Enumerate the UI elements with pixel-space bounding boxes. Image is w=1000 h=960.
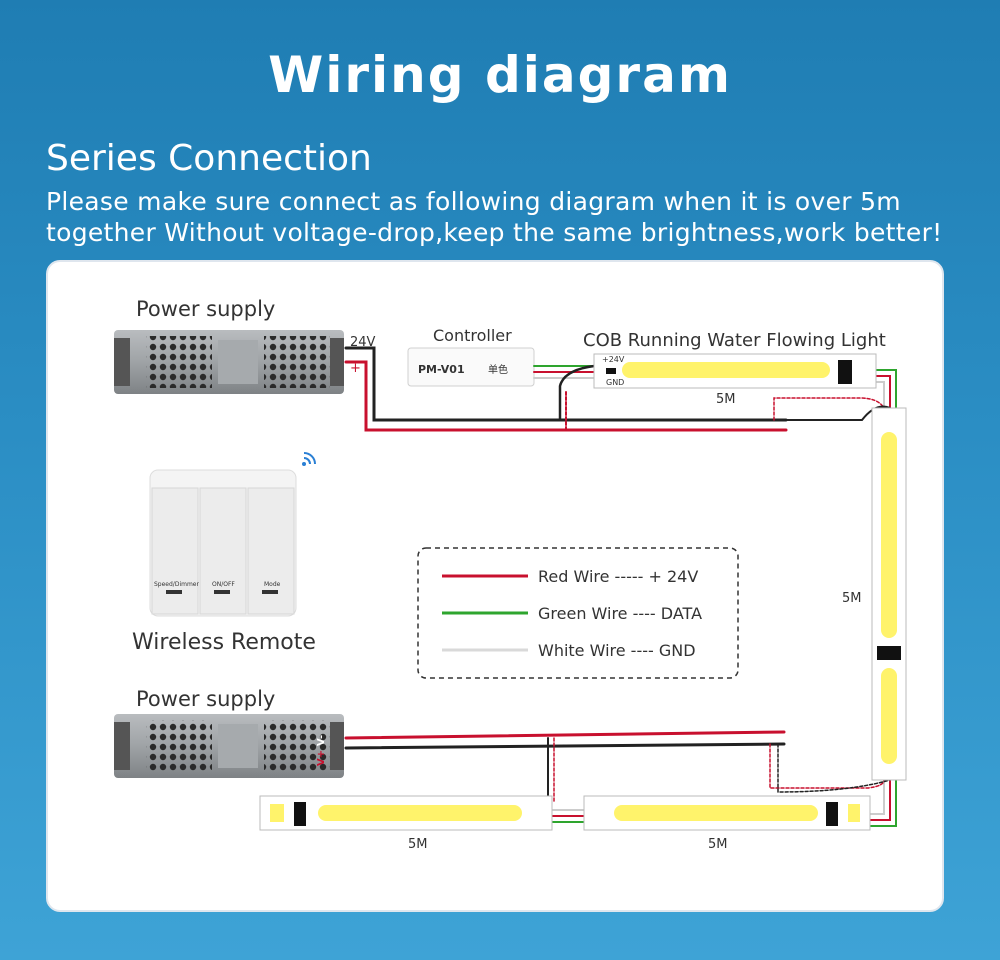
cob-strip-top (593, 353, 877, 389)
controller-label: Controller (433, 326, 512, 345)
psu-top-plus: + (350, 361, 361, 376)
remote-button-mode: Mode (264, 581, 281, 588)
wifi-signal-icon (302, 452, 316, 466)
wires (344, 346, 897, 827)
psu-bottom-vplus: V+ (316, 750, 327, 766)
power-supply-bottom-label: Power supply (136, 687, 275, 711)
voltage-label: 24V (350, 335, 376, 350)
legend-label-0: Red Wire ----- + 24V (538, 567, 698, 586)
strip-title: COB Running Water Flowing Light (583, 330, 886, 351)
pad-gnd-label: GND (606, 378, 624, 387)
controller-chars: 单色 (488, 363, 508, 376)
description-line-2: together Without voltage-drop,keep the s… (46, 218, 943, 247)
pad-plus-label: +24V (602, 355, 625, 364)
length-right: 5M (842, 591, 862, 606)
remote-label: Wireless Remote (132, 630, 316, 655)
legend: Red Wire ----- + 24V Green Wire ---- DATA… (442, 567, 702, 660)
remote-button-speed: Speed/Dimmer (154, 581, 199, 588)
power-supply-top (114, 330, 344, 394)
remote-button-onoff: ON/OFF (212, 581, 235, 588)
controller: PM-V01 单色 (407, 347, 535, 387)
length-bottom-left: 5M (408, 837, 428, 852)
power-supply-bottom (114, 714, 344, 778)
wiring-diagram: Power supply 24V + Controller PM-V01 单色 … (114, 297, 907, 852)
length-bottom-right: 5M (708, 837, 728, 852)
cob-strip-bottom-right (583, 795, 871, 831)
description-line-1: Please make sure connect as following di… (46, 187, 901, 216)
controller-model: PM-V01 (418, 363, 465, 376)
section-subtitle: Series Connection (46, 138, 372, 179)
power-supply-top-label: Power supply (136, 297, 275, 321)
diagram-card: Power supply 24V + Controller PM-V01 单色 … (46, 260, 944, 912)
length-top: 5M (716, 392, 736, 407)
legend-label-2: White Wire ---- GND (538, 641, 696, 660)
wireless-remote (149, 469, 297, 617)
psu-bottom-vminus: V- (316, 735, 327, 746)
cob-strip-right (871, 407, 907, 781)
page-title: Wiring diagram (268, 46, 732, 104)
legend-label-1: Green Wire ---- DATA (538, 604, 702, 623)
legend-box (417, 547, 739, 679)
cob-strip-bottom-left (259, 795, 553, 831)
description: Please make sure connect as following di… (46, 186, 976, 248)
